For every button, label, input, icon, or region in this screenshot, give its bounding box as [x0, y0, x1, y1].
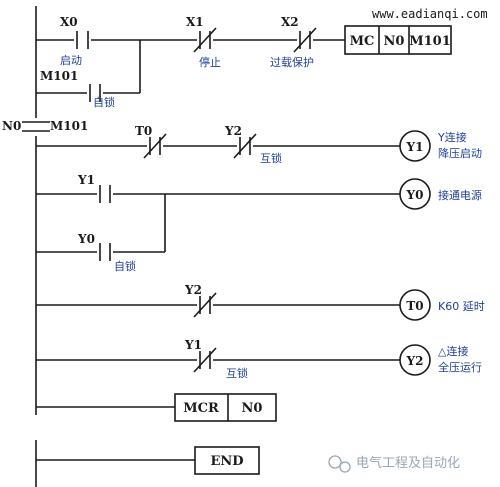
label-n0: N0	[2, 119, 21, 133]
coil-y2-label: Y2	[406, 354, 424, 368]
rung-2: Y1 T0 Y2 互锁 Y连接 降压启动	[36, 124, 482, 165]
label-x1: X1	[186, 15, 204, 29]
note-y0: 接通电源	[438, 188, 482, 202]
mc-instruction-box	[344, 25, 452, 55]
contact-x2	[293, 27, 317, 53]
note-m101: 自锁	[93, 95, 115, 109]
note-y2-line2: 全压运行	[438, 360, 482, 374]
end-box-label: END	[210, 454, 243, 469]
coil-t0-label: T0	[406, 299, 423, 313]
brand-text: 电气工程及自动化	[356, 455, 460, 471]
rung-5: Y2 Y1 互锁 △连接 全压运行	[36, 338, 482, 380]
label-x2: X2	[281, 15, 299, 29]
coil-y0-label: Y0	[406, 188, 424, 202]
contact-y2-interlock	[233, 133, 257, 159]
note-y0-selflock: 自锁	[114, 259, 136, 273]
coil-y0	[399, 178, 431, 210]
note-x2: 过载保护	[270, 55, 314, 69]
contact-y0-selflock	[99, 243, 111, 261]
mcr-instruction-box	[174, 393, 277, 422]
note-y1-line1: Y连接	[437, 131, 467, 144]
note-y1-line2: 降压启动	[438, 146, 482, 160]
brand-logo-icon	[328, 455, 342, 469]
rung-1: MC N0 M101 X0 启动 X1 停止 X2 过载保护 M101 自锁	[36, 15, 452, 109]
mc-box-nest: N0	[384, 34, 405, 49]
label-y2: Y2	[224, 124, 242, 138]
label-y1: Y1	[77, 173, 95, 187]
mc-box-op: MC	[350, 34, 375, 49]
contact-y1-interlock	[193, 347, 217, 373]
contact-y2-delay	[193, 292, 217, 318]
rung-mcr: MCR N0	[36, 393, 277, 422]
contact-x1	[193, 27, 217, 53]
rung-4: T0 Y2 K60 延时	[36, 283, 485, 321]
contact-m101-selflock	[89, 84, 101, 102]
note-y1-interlock: 互锁	[226, 366, 248, 380]
mcr-box-op: MCR	[183, 401, 219, 416]
mcr-box-nest: N0	[242, 401, 263, 416]
note-t0: K60 延时	[438, 300, 485, 313]
watermark-url: www.eadianqi.com	[372, 7, 488, 21]
rung-3: Y0 Y1 Y0 自锁 接通电源	[36, 173, 482, 273]
label-t0: T0	[135, 124, 152, 138]
note-y2-line1: △连接	[438, 345, 468, 358]
note-x1: 停止	[199, 55, 221, 69]
end-instruction-box	[194, 446, 260, 475]
contact-x0	[76, 31, 89, 49]
contact-t0	[143, 133, 167, 159]
mc-box-relay: M101	[409, 34, 451, 49]
coil-t0	[399, 289, 431, 321]
rung-end: END	[36, 446, 260, 475]
note-y2: 互锁	[260, 151, 282, 165]
coil-y2	[399, 344, 431, 376]
label-y2-delay: Y2	[184, 283, 202, 297]
coil-y1-label: Y1	[406, 140, 424, 154]
master-control-contact: N0 M101	[2, 119, 88, 133]
label-x0: X0	[60, 15, 78, 29]
note-x0: 启动	[60, 54, 82, 67]
label-y1-interlock: Y1	[184, 338, 202, 352]
label-m101-branch: M101	[40, 69, 78, 83]
contact-y1	[99, 185, 111, 203]
label-m101-master: M101	[50, 119, 88, 133]
coil-y1	[399, 130, 431, 162]
brand-watermark: 电气工程及自动化	[328, 455, 460, 473]
label-y0: Y0	[77, 232, 95, 246]
